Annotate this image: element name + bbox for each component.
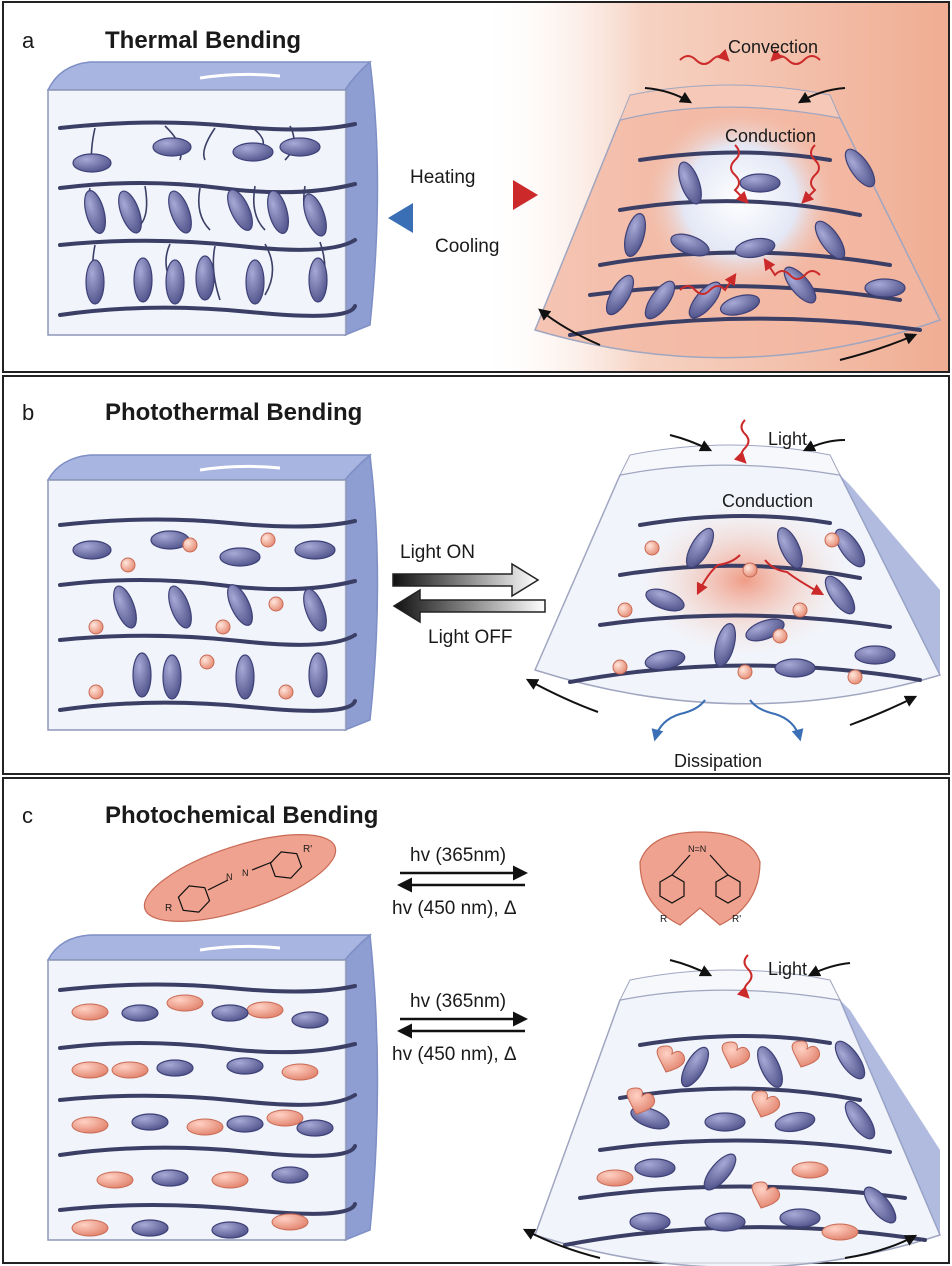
panel-a-title: Thermal Bending <box>105 27 301 54</box>
panel-c: c Photochemical Bending N N R R' <box>3 778 949 1266</box>
azo-label-cis: N=N <box>688 844 706 854</box>
trans-azobenzene-molecule: N N R R' <box>135 817 345 940</box>
conduction-label-b: Conduction <box>722 491 813 511</box>
panel-b-title: Photothermal Bending <box>105 399 362 426</box>
panel-b-block-straight <box>48 455 378 730</box>
panel-b-letter: b <box>22 400 34 425</box>
r-label-cis: R <box>660 914 667 925</box>
light-on-label: Light ON <box>400 542 475 563</box>
hv-365-label-2: hv (365nm) <box>410 991 506 1012</box>
r-prime-label-trans: R' <box>303 844 312 855</box>
dissipation-label: Dissipation <box>674 751 762 771</box>
light-label-c: Light <box>768 959 807 979</box>
conduction-label-a: Conduction <box>725 126 816 146</box>
azo-n-trans: N <box>226 872 233 882</box>
convection-label: Convection <box>728 37 818 57</box>
panel-b-block-bent: Light Conduction Dissipation <box>528 420 940 771</box>
panel-b: b Photothermal Bending <box>3 376 949 774</box>
cis-azobenzene-molecule: N=N R R' <box>640 832 760 925</box>
azo-n2-trans: N <box>242 868 249 878</box>
panel-c-letter: c <box>22 803 33 828</box>
cooling-label: Cooling <box>435 236 499 257</box>
panel-c-block-straight <box>48 935 378 1240</box>
panel-a-letter: a <box>22 28 35 53</box>
hv-450-label-2: hv (450 nm), Δ <box>392 1044 517 1065</box>
panel-b-reversible-arrows: Light ON Light OFF <box>393 542 545 648</box>
hv-450-label-1: hv (450 nm), Δ <box>392 898 517 919</box>
r-prime-label-cis: R' <box>732 914 741 925</box>
heating-label: Heating <box>410 167 476 188</box>
light-off-label: Light OFF <box>428 627 512 648</box>
panel-c-title: Photochemical Bending <box>105 802 378 829</box>
panel-a-block-straight <box>48 62 378 335</box>
hv-365-label-1: hv (365nm) <box>410 845 506 866</box>
panel-c-molecule-arrows: hv (365nm) hv (450 nm), Δ <box>392 845 525 919</box>
light-label-b: Light <box>768 429 807 449</box>
panel-c-block-arrows: hv (365nm) hv (450 nm), Δ <box>392 991 525 1065</box>
r-label-trans: R <box>165 903 172 914</box>
panel-c-block-bent: Light <box>525 955 940 1266</box>
panel-a: a Thermal Bending <box>3 2 949 372</box>
